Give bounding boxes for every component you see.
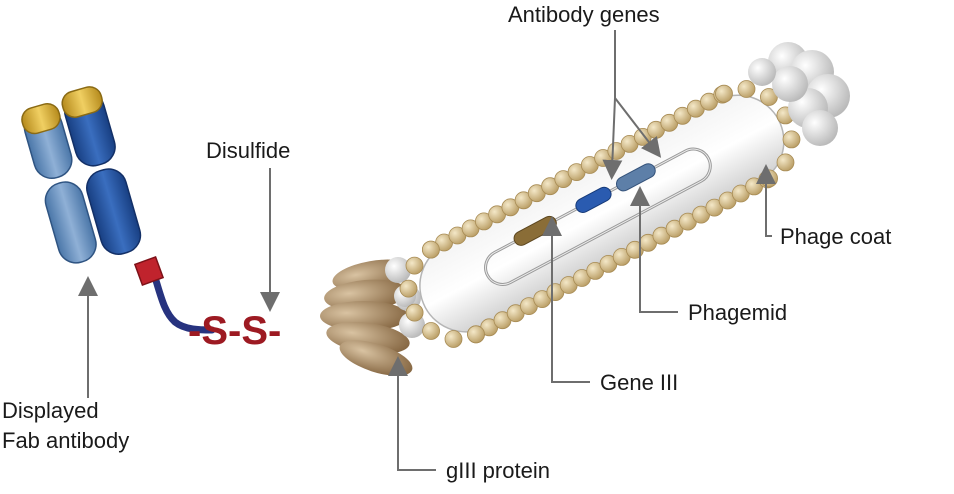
phage-particle-icon	[320, 42, 850, 376]
coat-bead	[399, 279, 418, 298]
coat-bead	[760, 169, 778, 188]
arrow-phage-coat	[756, 164, 776, 237]
label-gene-iii: Gene III	[600, 370, 678, 395]
arrow-phagemid	[630, 186, 678, 313]
coat-bead	[421, 240, 440, 259]
coat-bead	[444, 330, 463, 348]
arrow-gene-iii	[542, 216, 590, 383]
phage-coat-beads	[399, 80, 801, 348]
coat-bead	[422, 322, 441, 340]
phage-end-cap-icon	[748, 42, 850, 146]
coat-bead	[715, 84, 733, 103]
coat-bead	[776, 153, 795, 172]
label-phagemid: Phagemid	[688, 300, 787, 325]
label-antibody-genes: Antibody genes	[508, 2, 660, 27]
label-displayed-fab-line2: Fab antibody	[2, 428, 129, 453]
coat-bead	[467, 325, 485, 344]
coat-bead	[737, 80, 756, 98]
fab-antibody-icon	[21, 86, 216, 334]
coat-bead	[405, 303, 424, 322]
disulfide-bond-text: -S-S-	[188, 309, 281, 353]
label-displayed-fab-line1: Displayed	[2, 398, 99, 423]
label-disulfide: Disulfide	[206, 138, 290, 163]
coat-bead	[782, 130, 801, 149]
coat-bead	[760, 88, 778, 106]
coat-bead	[405, 256, 424, 275]
arrow-antibody-gene-2	[614, 97, 662, 158]
label-phage-coat: Phage coat	[780, 224, 891, 249]
arrow-giii-protein	[388, 356, 436, 471]
label-giii-protein: gIII protein	[446, 458, 550, 483]
